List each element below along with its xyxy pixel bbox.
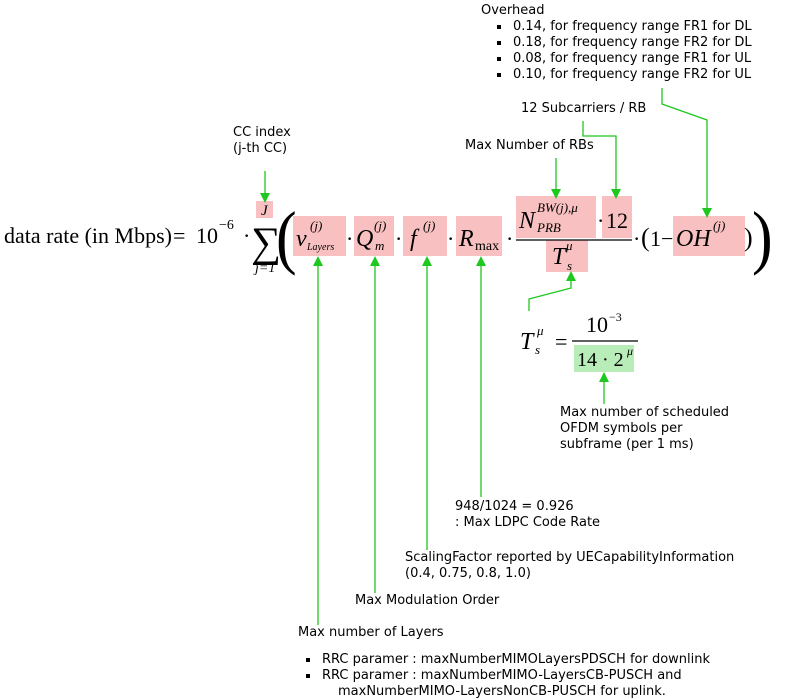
f-symbol: f (410, 226, 420, 252)
main-formula: data rate (in Mbps) = 10 −6 · J ∑ j=1 ( … (4, 198, 773, 277)
r-symbol: R (458, 226, 474, 252)
max-symbols-line-1: Max number of scheduled (560, 405, 730, 420)
highlight-n-prb (516, 196, 596, 238)
rrc-item-1: RRC paramer : maxNumberMIMOLayersPDSCH f… (320, 652, 710, 668)
max-symbols-line-3: subframe (per 1 ms) (560, 437, 694, 452)
rrc-list: RRC paramer : maxNumberMIMOLayersPDSCH f… (302, 652, 710, 684)
sum-symbol: ∑ (251, 220, 281, 266)
q-symbol: Q (356, 226, 373, 252)
ts-t-superscript: μ (536, 323, 544, 338)
ts-denominator-exp: μ (626, 344, 633, 358)
arrow-ts (528, 271, 576, 311)
dot-1: · (243, 223, 250, 248)
v-subscript: Layers (306, 242, 334, 253)
oh-superscript: (j) (713, 218, 725, 233)
dot-5: · (506, 226, 513, 251)
ts-equals: = (555, 329, 567, 354)
overhead-item-3: 0.08, for frequency range FR1 for UL (511, 51, 752, 67)
big-left-paren: ( (276, 198, 297, 277)
code-rate-annotation: 948/1024 = 0.926 : Max LDPC Code Rate (455, 499, 600, 531)
factor-exponent: −6 (219, 218, 234, 233)
one-minus: 1− (650, 226, 673, 251)
max-symbols-line-2: OFDM symbols per (560, 421, 683, 436)
t-symbol: T (552, 244, 567, 270)
max-rbs-label: Max Number of RBs (465, 138, 594, 153)
dot-7: · (633, 226, 640, 251)
q-superscript: (j) (374, 218, 386, 233)
ts-numerator-exp: −3 (609, 310, 622, 324)
equals-sign: = (173, 223, 185, 248)
twelve: 12 (606, 208, 628, 233)
highlight-t-s (546, 240, 588, 272)
highlight-q-m (354, 216, 394, 256)
overhead-item-4: 0.10, for frequency range FR2 for UL (511, 67, 752, 83)
cc-index-annotation: CC index (j-th CC) (233, 125, 291, 157)
ts-numerator: 10 (586, 312, 608, 337)
overhead-title: Overhead (481, 3, 545, 18)
dot-4: · (447, 226, 454, 251)
cc-index-line-1: CC index (233, 125, 291, 140)
arrow-subcarriers (582, 121, 621, 199)
rrc-continuation: maxNumberMIMO-LayersNonCB-PUSCH for upli… (338, 684, 666, 699)
v-superscript: (j) (310, 218, 322, 233)
layers-label: Max number of Layers (298, 625, 444, 640)
oh-symbol: OH (676, 226, 712, 252)
highlight-v-layers (293, 216, 346, 256)
q-subscript: m (375, 238, 384, 253)
highlight-ts-denominator (574, 345, 634, 372)
modulation-label: Max Modulation Order (355, 593, 500, 608)
code-rate-line-2: : Max LDPC Code Rate (455, 515, 601, 530)
ts-denominator: 14 · 2 (577, 349, 624, 371)
f-superscript: (j) (423, 218, 435, 233)
n-subscript: PRB (536, 220, 561, 235)
overhead-item-2: 0.18, for frequency range FR2 for DL (511, 35, 752, 51)
cc-index-line-2: (j-th CC) (233, 141, 288, 156)
overhead-list: 0.14, for frequency range FR1 for DL 0.1… (493, 19, 752, 83)
ts-t-symbol: T (520, 329, 535, 355)
factor-base: 10 (196, 223, 218, 248)
highlight-boxes (256, 196, 745, 372)
sum-lower-limit: j=1 (253, 261, 275, 276)
subcarriers-label: 12 Subcarriers / RB (521, 101, 647, 116)
scaling-line-1: ScalingFactor reported by UECapabilityIn… (405, 550, 735, 565)
highlight-r-max (456, 216, 502, 256)
highlight-oh (673, 216, 745, 256)
big-right-paren: ) (752, 198, 773, 277)
arrow-overhead (661, 88, 712, 218)
dot-2: · (346, 226, 353, 251)
small-right-paren: ) (744, 223, 753, 252)
overhead-item-1: 0.14, for frequency range FR1 for DL (511, 19, 752, 35)
sum-upper-limit: J (261, 203, 269, 219)
dot-6: · (597, 208, 604, 233)
highlight-twelve (602, 196, 632, 238)
r-subscript: max (475, 239, 499, 254)
scaling-annotation: ScalingFactor reported by UECapabilityIn… (405, 550, 734, 582)
small-left-paren: ( (641, 223, 650, 252)
code-rate-line-1: 948/1024 = 0.926 (455, 499, 574, 514)
ts-formula: T μ s = 10 −3 14 · 2 μ (520, 310, 638, 371)
t-superscript: μ (565, 238, 573, 253)
max-symbols-annotation: Max number of scheduled OFDM symbols per… (560, 405, 729, 453)
rrc-annotation: RRC paramer : maxNumberMIMOLayersPDSCH f… (302, 652, 710, 700)
lhs-text: data rate (in Mbps) (4, 223, 172, 248)
overhead-annotation: Overhead 0.14, for frequency range FR1 f… (481, 3, 752, 83)
dot-3: · (395, 226, 402, 251)
n-symbol: N (518, 208, 537, 234)
rrc-item-2: RRC paramer : maxNumberMIMO-LayersCB-PUS… (320, 668, 710, 684)
n-superscript: BW(j),μ (537, 200, 578, 215)
pointer-arrows (260, 88, 712, 625)
v-symbol: v (296, 226, 307, 252)
t-subscript: s (567, 258, 572, 273)
highlight-sum-upper (256, 201, 273, 218)
ts-t-subscript: s (535, 342, 540, 357)
scaling-line-2: (0.4, 0.75, 0.8, 1.0) (405, 566, 531, 581)
highlight-f (403, 216, 447, 256)
